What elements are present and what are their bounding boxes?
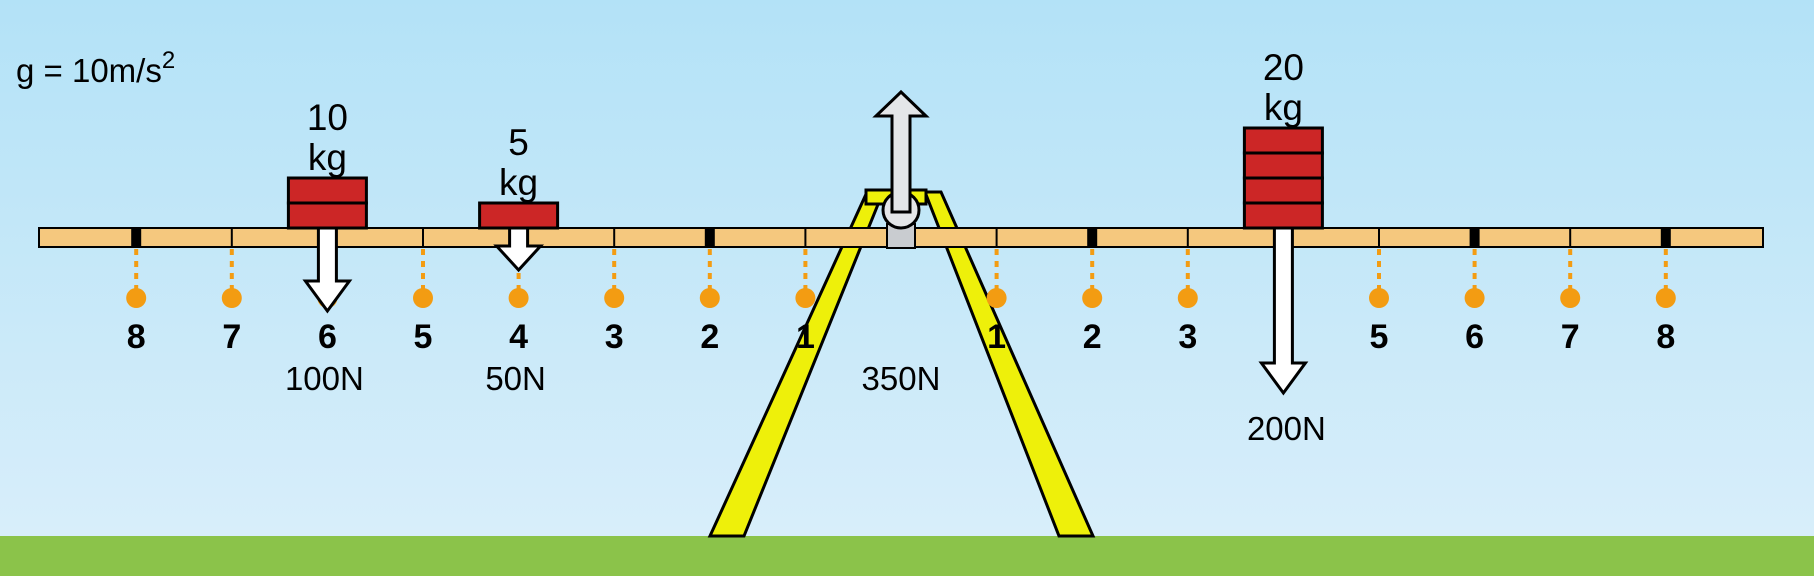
position-number-left-6: 6 bbox=[318, 318, 337, 356]
position-number-left-5: 5 bbox=[414, 318, 433, 356]
support-right-leg bbox=[922, 190, 1096, 538]
ground bbox=[0, 536, 1814, 576]
mass-unit-label: kg bbox=[499, 162, 538, 203]
marker-dot bbox=[1082, 288, 1103, 308]
mass-value-label: 20 bbox=[1263, 47, 1304, 88]
force-label: 50N bbox=[485, 360, 546, 397]
gravity-text: g = 10m/s bbox=[16, 52, 162, 89]
mass-block bbox=[1242, 176, 1324, 205]
mass-block bbox=[286, 201, 368, 230]
position-number-left-3: 3 bbox=[605, 318, 624, 356]
gravity-exponent: 2 bbox=[162, 47, 175, 74]
position-number-right-7: 7 bbox=[1561, 318, 1580, 356]
plank-tick-major bbox=[1087, 229, 1098, 246]
sky-background bbox=[0, 0, 1814, 536]
plank-tick-major bbox=[1469, 229, 1480, 246]
marker-dot bbox=[1369, 288, 1389, 308]
marker-dot bbox=[1655, 288, 1676, 308]
marker-dot bbox=[1464, 288, 1485, 308]
position-number-right-2: 2 bbox=[1083, 318, 1102, 356]
position-number-right-3: 3 bbox=[1178, 318, 1197, 356]
marker-dot bbox=[1177, 288, 1198, 308]
position-number-right-6: 6 bbox=[1465, 318, 1484, 356]
mass-block bbox=[478, 201, 560, 230]
marker-dot bbox=[604, 288, 625, 308]
plank-tick-major bbox=[704, 229, 715, 246]
mass-block bbox=[1242, 201, 1324, 230]
position-number-right-1: 1 bbox=[987, 318, 1006, 356]
position-markers: 8765432112345678 bbox=[126, 249, 1676, 356]
mass-5kg: 5kg 50N bbox=[478, 122, 560, 397]
position-number-left-7: 7 bbox=[222, 318, 241, 356]
plank-tick-major bbox=[1660, 229, 1671, 246]
pivot-force-label: 350N bbox=[862, 360, 941, 397]
support-frame bbox=[707, 188, 1096, 538]
marker-dot bbox=[795, 288, 816, 308]
marker-dot bbox=[1560, 288, 1581, 308]
marker-dot bbox=[413, 288, 433, 308]
marker-dot bbox=[126, 288, 147, 308]
position-number-right-5: 5 bbox=[1370, 318, 1389, 356]
mass-value-label: 5 bbox=[508, 122, 529, 163]
force-arrow-down bbox=[493, 226, 545, 273]
marker-dot bbox=[221, 288, 242, 308]
marker-dot bbox=[699, 288, 720, 308]
position-number-left-1: 1 bbox=[796, 318, 815, 356]
mass-block bbox=[1242, 151, 1324, 180]
mass-unit-label: kg bbox=[308, 137, 347, 178]
mass-block bbox=[1242, 126, 1324, 155]
gravity-label: g = 10m/s2 bbox=[16, 47, 175, 89]
force-arrow-down bbox=[302, 226, 353, 314]
mass-value-label: 10 bbox=[307, 97, 348, 138]
force-arrow-down bbox=[1258, 226, 1309, 396]
plank-tick-major bbox=[131, 229, 142, 246]
mass-block bbox=[286, 176, 368, 205]
marker-dot bbox=[986, 288, 1007, 308]
position-number-left-8: 8 bbox=[127, 318, 146, 356]
marker-dot bbox=[508, 288, 529, 308]
position-number-right-8: 8 bbox=[1656, 318, 1675, 356]
mass-unit-label: kg bbox=[1264, 87, 1303, 128]
force-label: 100N bbox=[285, 360, 364, 397]
position-number-left-4: 4 bbox=[509, 318, 528, 356]
pivot-force-arrow bbox=[872, 89, 930, 214]
force-label: 200N bbox=[1247, 410, 1326, 447]
position-number-left-2: 2 bbox=[700, 318, 719, 356]
